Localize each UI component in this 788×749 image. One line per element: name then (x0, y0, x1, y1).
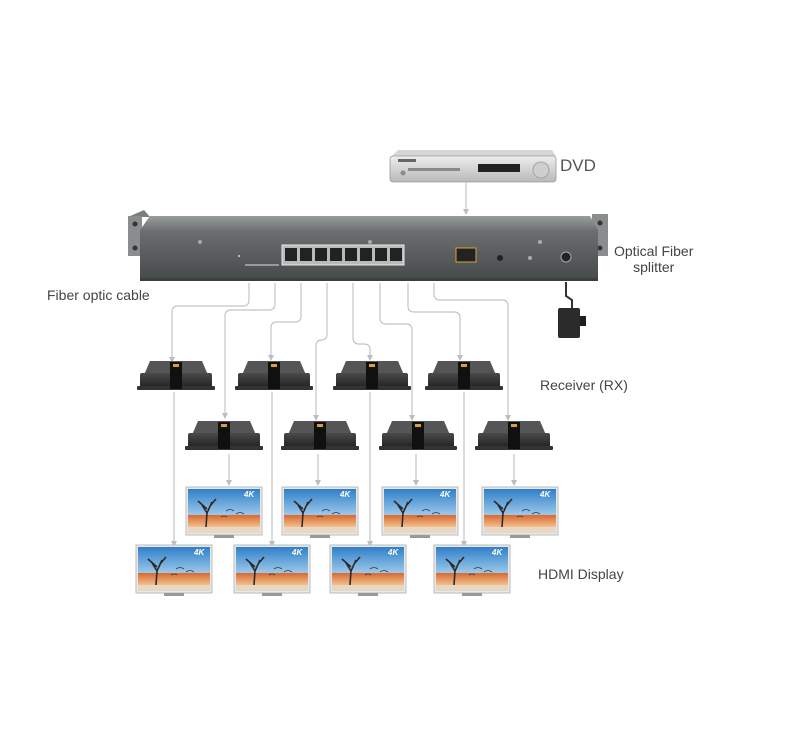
receiver-label: Receiver (RX) (540, 377, 628, 393)
display-badges: 4K 4K 4K 4K 4K 4K 4K 4K (193, 490, 551, 557)
badge-4k: 4K (491, 548, 503, 557)
dvd-label: DVD (560, 156, 596, 175)
receiver-1 (137, 361, 215, 390)
badge-4k: 4K (291, 548, 303, 557)
badge-4k: 4K (243, 490, 255, 499)
sfp-ports (281, 244, 405, 266)
receiver-7 (425, 361, 503, 390)
receiver-6 (379, 421, 457, 450)
badge-4k: 4K (387, 548, 399, 557)
badge-4k: 4K (439, 490, 451, 499)
receiver-3 (235, 361, 313, 390)
fiber-splitter (128, 210, 608, 281)
receiver-4 (281, 421, 359, 450)
fiber-cable-label: Fiber optic cable (47, 287, 150, 303)
receiver-2 (185, 421, 263, 450)
badge-4k: 4K (193, 548, 205, 557)
ir-port (497, 255, 503, 261)
hdmi-cables (171, 392, 517, 547)
hdmi-input-port (455, 247, 477, 263)
badge-4k: 4K (339, 490, 351, 499)
splitter-label-line1: Optical Fiber (614, 243, 694, 259)
fiber-cables (169, 283, 511, 421)
splitter-leds (238, 255, 279, 266)
hdmi-display-label: HDMI Display (538, 566, 624, 582)
power-adapter (558, 282, 586, 338)
power-port (560, 251, 572, 263)
receiver-row-bottom (185, 421, 553, 450)
receiver-5 (333, 361, 411, 390)
badge-4k: 4K (539, 490, 551, 499)
splitter-label-line2: splitter (633, 259, 675, 275)
receiver-8 (475, 421, 553, 450)
dvd-player (389, 150, 557, 183)
receiver-row-top (137, 361, 503, 390)
display-row-top (185, 486, 559, 539)
splitter-label: Optical Fiber splitter (614, 243, 693, 275)
display-row-bottom (135, 544, 511, 597)
